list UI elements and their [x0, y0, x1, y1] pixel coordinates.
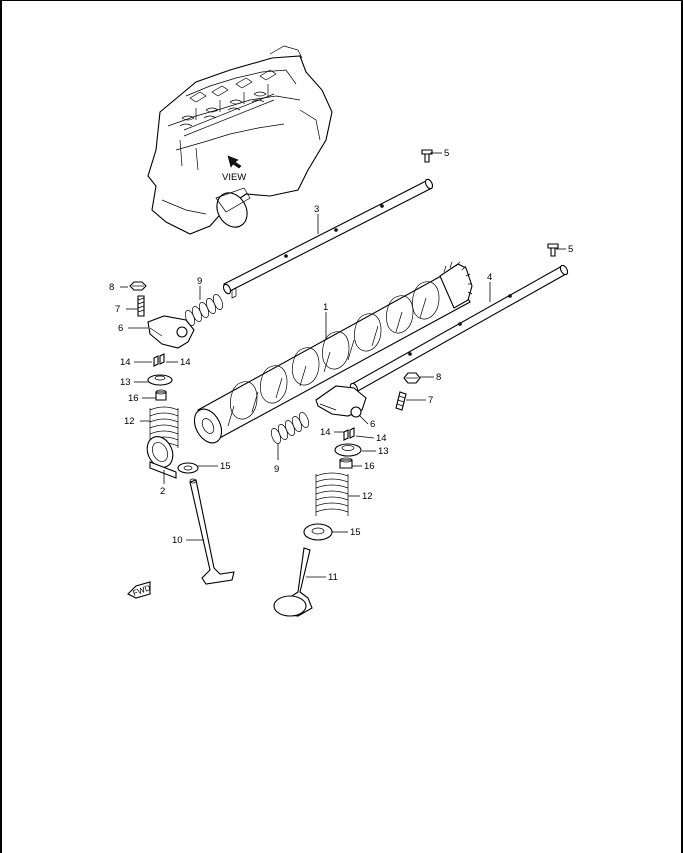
camshaft-1 [193, 261, 473, 444]
callout-labels: 5 3 5 4 1 8 9 7 6 14 14 13 16 12 2 15 10… [109, 148, 573, 583]
head-rocker-assembly [179, 69, 277, 137]
valve-stem-seal-16-right [339, 457, 353, 469]
callout-8-left: 8 [109, 282, 114, 293]
callout-16-left: 16 [128, 393, 139, 404]
left-valve-group [129, 281, 235, 585]
callout-11: 11 [328, 572, 338, 583]
callout-14-a: 14 [120, 357, 131, 368]
spring-seat-15-left [177, 462, 199, 474]
wave-washer-9-left [185, 294, 223, 326]
wave-washer-9-right [271, 412, 309, 444]
valve-cotter-14-left [153, 353, 165, 367]
callout-14-b: 14 [180, 357, 191, 368]
rocker-shaft-3 [222, 178, 434, 299]
callout-1: 1 [323, 302, 328, 313]
callout-6-right: 6 [370, 419, 375, 430]
rocker-arm-6-left [147, 315, 195, 349]
callout-9-left: 9 [197, 276, 202, 287]
callout-2: 2 [160, 486, 165, 497]
callout-15-left: 15 [220, 461, 231, 472]
callout-7-left: 7 [115, 304, 120, 315]
valve-stem-seal-16-left [155, 389, 167, 401]
callout-5-upper: 5 [444, 148, 449, 159]
valve-spring-12-left [149, 406, 179, 448]
adjusting-nut-8-right [403, 372, 421, 384]
screw-5-right [547, 243, 559, 257]
callout-13-left: 13 [120, 377, 131, 388]
valve-cotter-14-right [343, 427, 355, 441]
callout-7-right: 7 [428, 395, 433, 406]
callout-15-right: 15 [350, 527, 361, 538]
engine-head-overview: VIEW [147, 45, 333, 235]
callout-13-right: 13 [378, 446, 389, 457]
spring-seat-15-right [303, 523, 333, 541]
intake-valve-10 [189, 478, 235, 585]
callout-14-d: 14 [376, 433, 387, 444]
screw-5-upper [421, 149, 433, 163]
callout-5-right: 5 [568, 244, 573, 255]
rocker-shaft-4 [349, 264, 569, 394]
right-valve-group [271, 149, 559, 617]
oil-seal-2 [146, 436, 177, 479]
view-label: VIEW [222, 172, 246, 183]
callout-8-right: 8 [436, 372, 441, 383]
adjusting-nut-8-left [129, 281, 147, 291]
callout-9-right: 9 [274, 464, 279, 475]
callout-12-right: 12 [362, 491, 373, 502]
callout-6-left: 6 [118, 323, 123, 334]
adjusting-screw-7-left [137, 295, 145, 317]
adjusting-screw-7-right [395, 391, 407, 411]
fwd-arrow-icon: FWD [127, 581, 152, 599]
callout-16-right: 16 [364, 461, 375, 472]
callout-14-c: 14 [320, 427, 331, 438]
rocker-arm-6-right [315, 385, 367, 418]
leader-lines [120, 152, 566, 578]
view-arrow-icon [227, 155, 242, 169]
spring-retainer-13-right [334, 443, 362, 457]
callout-12-left: 12 [124, 416, 135, 427]
callout-10: 10 [172, 535, 183, 546]
head-cam-pulley [215, 187, 251, 228]
exhaust-valve-11 [273, 547, 313, 617]
valve-spring-12-right [315, 472, 349, 516]
callout-4: 4 [487, 272, 492, 283]
callout-3: 3 [314, 204, 319, 215]
spring-retainer-13-left [147, 374, 173, 386]
